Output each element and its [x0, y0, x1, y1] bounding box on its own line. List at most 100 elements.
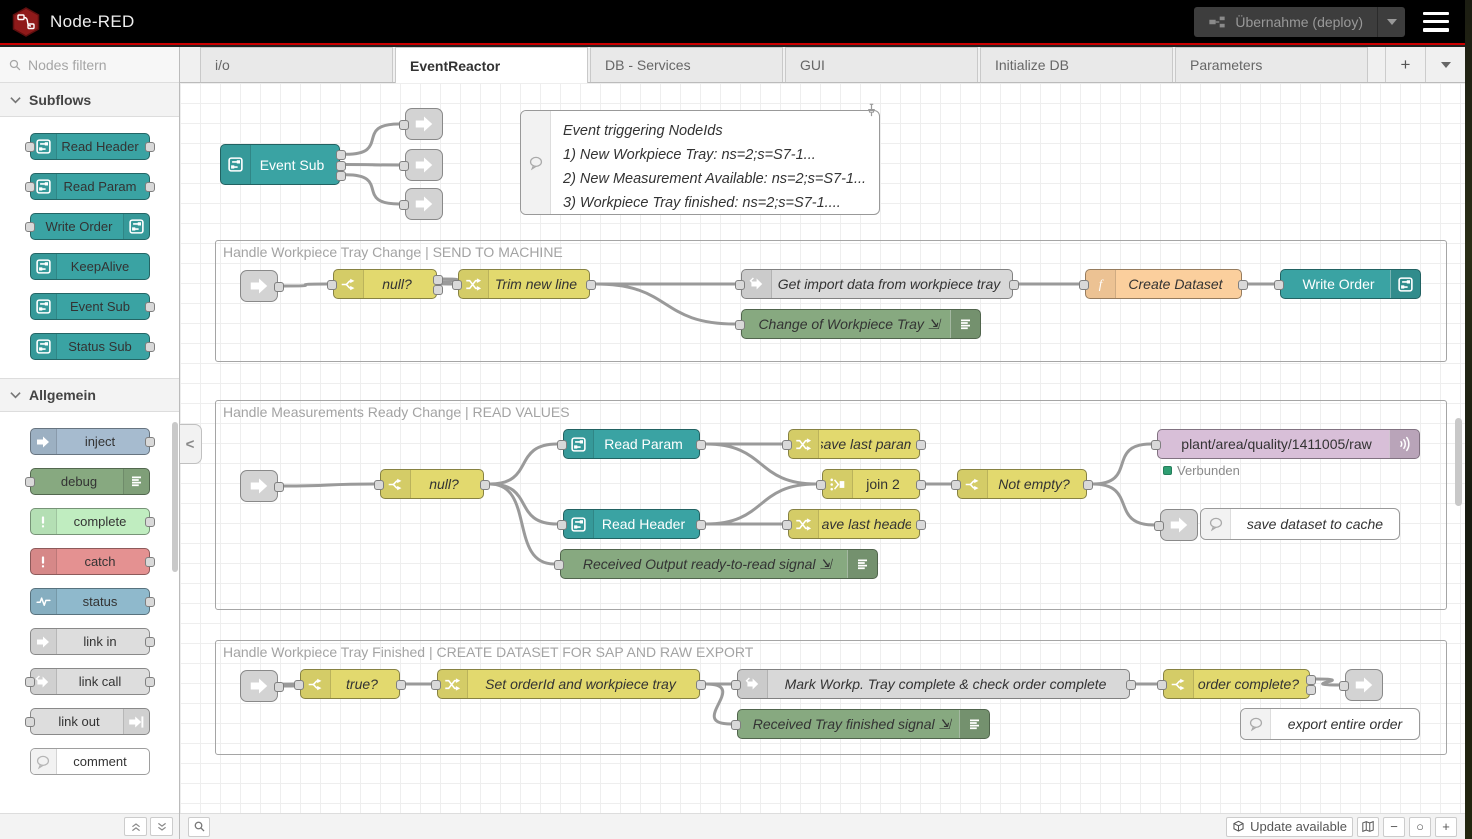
- node-port-output[interactable]: [696, 440, 706, 450]
- wire[interactable]: [282, 482, 376, 488]
- node-port-output[interactable]: [1009, 280, 1019, 290]
- node-port-output[interactable]: [144, 342, 155, 352]
- palette-node-keepalive[interactable]: KeepAlive: [29, 253, 150, 280]
- node-port-input[interactable]: [782, 520, 792, 530]
- tab-i-o[interactable]: i/o: [200, 47, 393, 82]
- link-out-node[interactable]: [1339, 669, 1383, 701]
- node-port-output[interactable]: [144, 517, 155, 527]
- node-port-output[interactable]: [1238, 280, 1248, 290]
- flow-node-trim[interactable]: Trim new line: [452, 269, 596, 299]
- node-port-output[interactable]: [144, 637, 155, 647]
- link-out-node[interactable]: [1154, 509, 1198, 541]
- palette-node-link-in[interactable]: link in: [29, 628, 155, 655]
- main-menu-button[interactable]: [1423, 11, 1449, 32]
- palette-category-allgemein[interactable]: Allgemein: [0, 378, 179, 412]
- flow-node-chgdbg[interactable]: Change of Workpiece Tray ⇲: [735, 309, 981, 339]
- node-port-input[interactable]: [731, 720, 741, 730]
- tab-db-services[interactable]: DB - Services: [590, 47, 783, 82]
- flow-list-button[interactable]: [1425, 47, 1465, 82]
- palette-node-inject[interactable]: inject: [29, 428, 155, 455]
- search-flows-button[interactable]: [188, 816, 210, 837]
- node-port-output[interactable]: [696, 680, 706, 690]
- node-port-output[interactable]: [274, 482, 284, 492]
- node-port-input[interactable]: [452, 280, 462, 290]
- wire[interactable]: [594, 282, 737, 326]
- palette-collapse-button[interactable]: <: [180, 424, 202, 464]
- flow-node-setorder[interactable]: Set orderId and workpiece tray: [431, 669, 706, 699]
- zoom-out-button[interactable]: −: [1383, 816, 1405, 837]
- wire[interactable]: [488, 482, 556, 566]
- node-port-input[interactable]: [24, 142, 35, 152]
- node-port-input[interactable]: [731, 680, 741, 690]
- zoom-in-button[interactable]: +: [1435, 816, 1457, 837]
- canvas-scrollbar[interactable]: [1455, 418, 1462, 506]
- node-port-input[interactable]: [557, 520, 567, 530]
- collapse-all-button[interactable]: [124, 817, 147, 836]
- link-in-node[interactable]: [240, 670, 284, 702]
- flow-node-null2[interactable]: null?: [374, 469, 490, 499]
- node-port-input[interactable]: [294, 680, 304, 690]
- tab-initialize-db[interactable]: Initialize DB: [980, 47, 1173, 82]
- node-port-input[interactable]: [399, 120, 409, 130]
- palette-node-comment[interactable]: comment: [29, 748, 150, 775]
- node-port-output[interactable]: [144, 302, 155, 312]
- wire[interactable]: [344, 173, 401, 206]
- palette-node-catch[interactable]: catch: [29, 548, 155, 575]
- node-port-input[interactable]: [951, 480, 961, 490]
- node-port-output[interactable]: [336, 150, 346, 161]
- flow-node-markwt[interactable]: Mark Workp. Tray complete & check order …: [731, 669, 1136, 699]
- node-port-input[interactable]: [431, 680, 441, 690]
- node-port-input[interactable]: [782, 440, 792, 450]
- wire[interactable]: [704, 442, 818, 486]
- node-port-output[interactable]: [696, 520, 706, 530]
- update-available-button[interactable]: Update available: [1226, 816, 1353, 837]
- node-port-input[interactable]: [374, 480, 384, 490]
- node-port-input[interactable]: [1079, 280, 1089, 290]
- comment-node[interactable]: save dataset to cache: [1200, 508, 1400, 540]
- node-port-output[interactable]: [396, 680, 406, 690]
- link-out-node[interactable]: [399, 108, 443, 140]
- link-in-node[interactable]: [240, 270, 284, 302]
- node-port-input[interactable]: [24, 717, 35, 727]
- link-out-node[interactable]: [399, 188, 443, 220]
- node-port-output[interactable]: [480, 480, 490, 490]
- node-port-output[interactable]: [144, 677, 155, 687]
- node-port-input[interactable]: [399, 200, 409, 210]
- flow-node-savelh[interactable]: save last header: [782, 509, 926, 539]
- wire[interactable]: [344, 163, 401, 167]
- node-port-output[interactable]: [1083, 480, 1093, 490]
- palette-node-read-header[interactable]: Read Header: [24, 133, 155, 160]
- node-port-output[interactable]: [1126, 680, 1136, 690]
- node-port-output[interactable]: [586, 280, 596, 290]
- wire[interactable]: [1091, 482, 1156, 527]
- deploy-options-button[interactable]: [1377, 6, 1405, 37]
- deploy-button[interactable]: Übernahme (deploy): [1194, 6, 1405, 37]
- flow-node-rcvdbg[interactable]: Received Output ready-to-read signal ⇲: [554, 549, 878, 579]
- node-port-input[interactable]: [735, 320, 745, 330]
- node-port-input[interactable]: [1157, 680, 1167, 690]
- palette-search-input[interactable]: [28, 56, 158, 73]
- zoom-reset-button[interactable]: ○: [1409, 816, 1431, 837]
- node-port-output[interactable]: [144, 557, 155, 567]
- node-port-input[interactable]: [816, 480, 826, 490]
- flow-node-null1[interactable]: null?: [327, 269, 443, 299]
- node-port-input[interactable]: [1151, 440, 1161, 450]
- node-port-output[interactable]: [274, 282, 284, 292]
- flow-node-getimport[interactable]: Get import data from workpiece tray: [735, 269, 1019, 299]
- flow-canvas[interactable]: Handle Workpiece Tray Change | SEND TO M…: [180, 83, 1465, 813]
- node-port-output[interactable]: [433, 275, 443, 285]
- flow-group[interactable]: Handle Measurements Ready Change | READ …: [215, 400, 1447, 610]
- node-port-output[interactable]: [1306, 675, 1316, 685]
- flow-node-event-sub[interactable]: Event Sub: [220, 144, 346, 185]
- node-port-output[interactable]: [916, 520, 926, 530]
- node-port-output[interactable]: [144, 182, 155, 192]
- flow-node-oc[interactable]: order complete?: [1157, 669, 1316, 699]
- node-port-input[interactable]: [1274, 280, 1284, 290]
- node-port-input[interactable]: [24, 182, 35, 192]
- node-port-input[interactable]: [327, 280, 337, 290]
- palette-search[interactable]: [0, 47, 179, 83]
- palette-category-subflows[interactable]: Subflows: [0, 83, 179, 117]
- node-port-output[interactable]: [144, 437, 155, 447]
